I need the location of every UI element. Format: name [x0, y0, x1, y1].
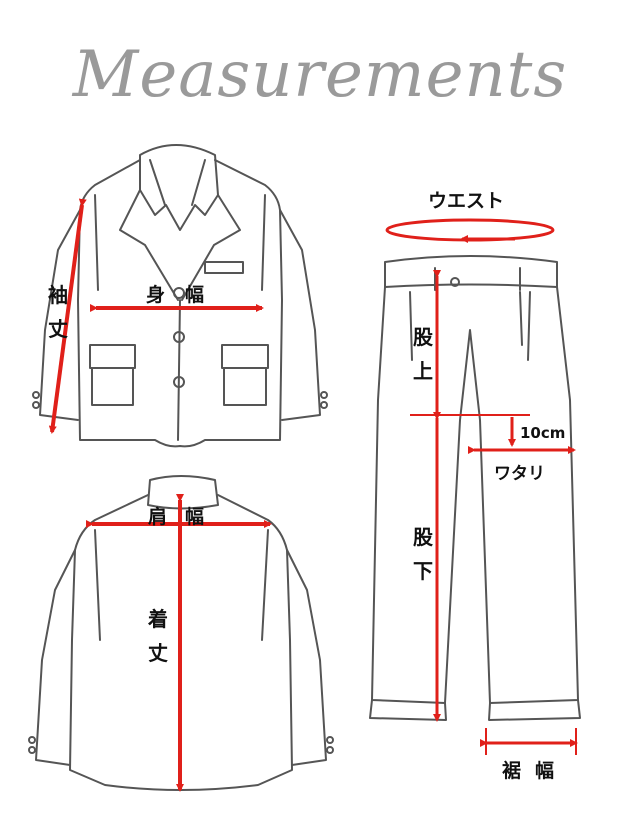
sleeve-length-label: 袖丈 [48, 283, 68, 341]
trousers-sketch [369, 255, 581, 721]
jacket-buttons [32, 287, 328, 409]
rise-label: 股上 [413, 325, 433, 383]
body-width-label: 身幅 [146, 284, 225, 306]
button-icon [173, 331, 185, 343]
jacket-length-label: 着丈 [148, 607, 168, 665]
hem-width-label: 裾幅 [502, 760, 569, 782]
waist-ellipse [385, 218, 555, 242]
measurement-arrows [48, 198, 578, 792]
waist-label: ウエスト [428, 190, 505, 212]
sleeve-arrow [48, 198, 87, 434]
thigh-label: ワタリ [494, 464, 545, 484]
button-icon [450, 277, 460, 287]
button-icon [173, 376, 185, 388]
button-icon [173, 287, 185, 299]
page-title: Measurements [72, 38, 568, 112]
shoulder-width-label: 肩幅 [148, 506, 223, 528]
offset-label: 10cm [520, 424, 566, 442]
inseam-label: 股下 [413, 525, 433, 583]
